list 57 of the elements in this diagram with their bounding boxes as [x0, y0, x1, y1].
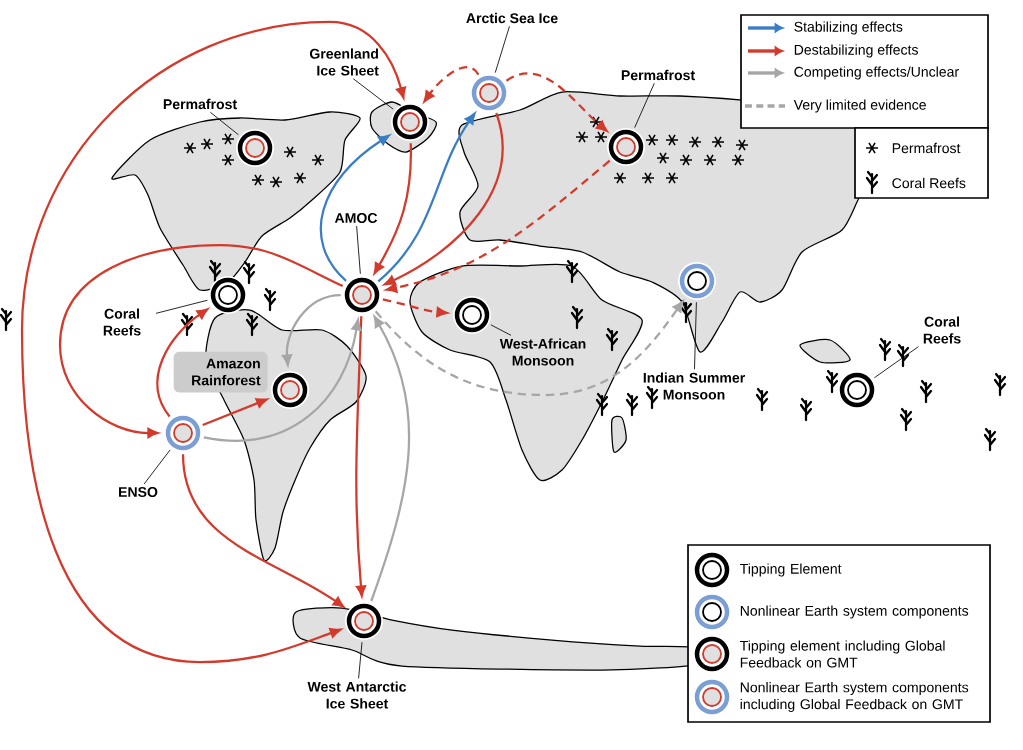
- arrow: [319, 134, 390, 282]
- arrow: [370, 315, 411, 602]
- tipping-element-ring: [209, 276, 247, 314]
- leader-line: [490, 324, 512, 336]
- legend-label: Nonlinear Earth system components including Global Feedback on GMT: [740, 682, 969, 712]
- legend-label: Destabilizing effects: [794, 44, 918, 58]
- tipping-element-ring: [391, 103, 429, 141]
- node-label: Permafrost: [621, 69, 695, 81]
- leader-line: [358, 641, 363, 679]
- arrow: [382, 298, 448, 318]
- legend-label: Competing effects/Unclear: [794, 66, 959, 80]
- tipping-element-ring: [343, 276, 381, 314]
- arrow: [384, 112, 504, 286]
- tipping-element-ring: [236, 129, 274, 167]
- legend-label: Tipping element including Global Feedback on GMT: [740, 640, 945, 668]
- arrow: [181, 454, 345, 608]
- tipping-element-ring: [607, 128, 645, 166]
- leader-line: [209, 111, 239, 136]
- tipping-element-ring: [453, 296, 491, 334]
- node-label: Arctic Sea Ice: [466, 12, 558, 24]
- node-label: West Antarctic Ice Sheet: [307, 681, 407, 709]
- arrow: [373, 143, 413, 275]
- leader-line: [634, 82, 655, 128]
- leader-line: [494, 25, 510, 74]
- tipping-element-ring: [164, 414, 202, 452]
- node-label: Coral Reefs: [923, 316, 961, 344]
- arrow: [377, 112, 476, 283]
- node-label: Coral Reefs: [103, 308, 141, 336]
- arrow: [505, 72, 608, 132]
- node-label: West-African Monsoon: [499, 338, 586, 366]
- node-label: Indian Summer Monsoon: [643, 372, 745, 400]
- node-label: ENSO: [119, 487, 158, 497]
- arrow: [385, 159, 611, 293]
- tipping-element-ring: [838, 371, 876, 409]
- arrow: [156, 308, 209, 418]
- leader-line: [143, 449, 171, 485]
- legend-label: Nonlinear Earth system components: [740, 605, 969, 619]
- arrow: [374, 300, 684, 397]
- legend-label: Tipping Element: [740, 563, 842, 577]
- legend-label: Coral Reefs: [892, 177, 966, 189]
- arrow: [20, 20, 406, 664]
- arrow: [355, 316, 367, 597]
- node-label: AMOC: [334, 213, 378, 223]
- leader-line: [694, 301, 697, 370]
- leader-line: [155, 299, 208, 314]
- legend-label: Permafrost: [892, 142, 961, 154]
- tipping-element-ring: [678, 262, 716, 300]
- node-label: Permafrost: [163, 98, 237, 110]
- legend-label: Very limited evidence: [793, 99, 926, 113]
- arrow: [423, 66, 480, 103]
- tipping-element-ring: [470, 74, 508, 112]
- node-label: Greenland Ice Sheet: [309, 48, 379, 76]
- legend-label: Stabilizing effects: [794, 21, 903, 35]
- tipping-element-ring: [345, 602, 383, 640]
- leader-line: [352, 78, 394, 110]
- leader-line: [874, 346, 919, 379]
- leader-line: [356, 225, 361, 275]
